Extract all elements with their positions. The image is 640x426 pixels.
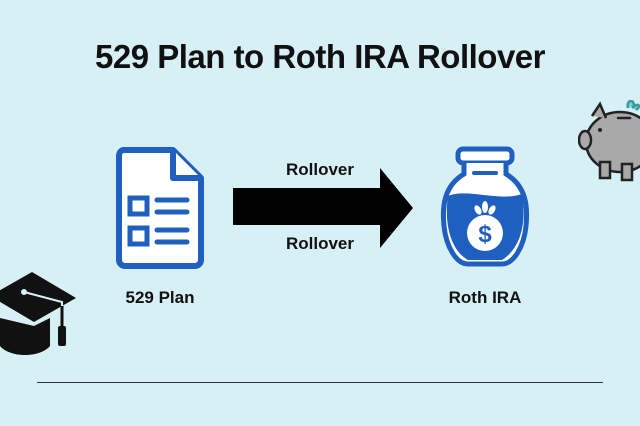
divider-line	[37, 382, 603, 383]
arrow-label-top: Rollover	[285, 160, 355, 179]
graduation-cap-icon	[0, 272, 76, 355]
arrow-label-bottom: Rollover	[285, 234, 355, 253]
document-form-icon	[116, 147, 204, 269]
target-label: Roth IRA	[448, 288, 522, 307]
piggy-bank-icon	[578, 100, 640, 182]
money-jar-icon: $	[440, 146, 530, 267]
source-label: 529 Plan	[125, 288, 195, 307]
svg-text:$: $	[478, 221, 492, 248]
page-title: 529 Plan to Roth IRA Rollover	[94, 38, 546, 75]
rollover-arrow	[233, 168, 413, 248]
